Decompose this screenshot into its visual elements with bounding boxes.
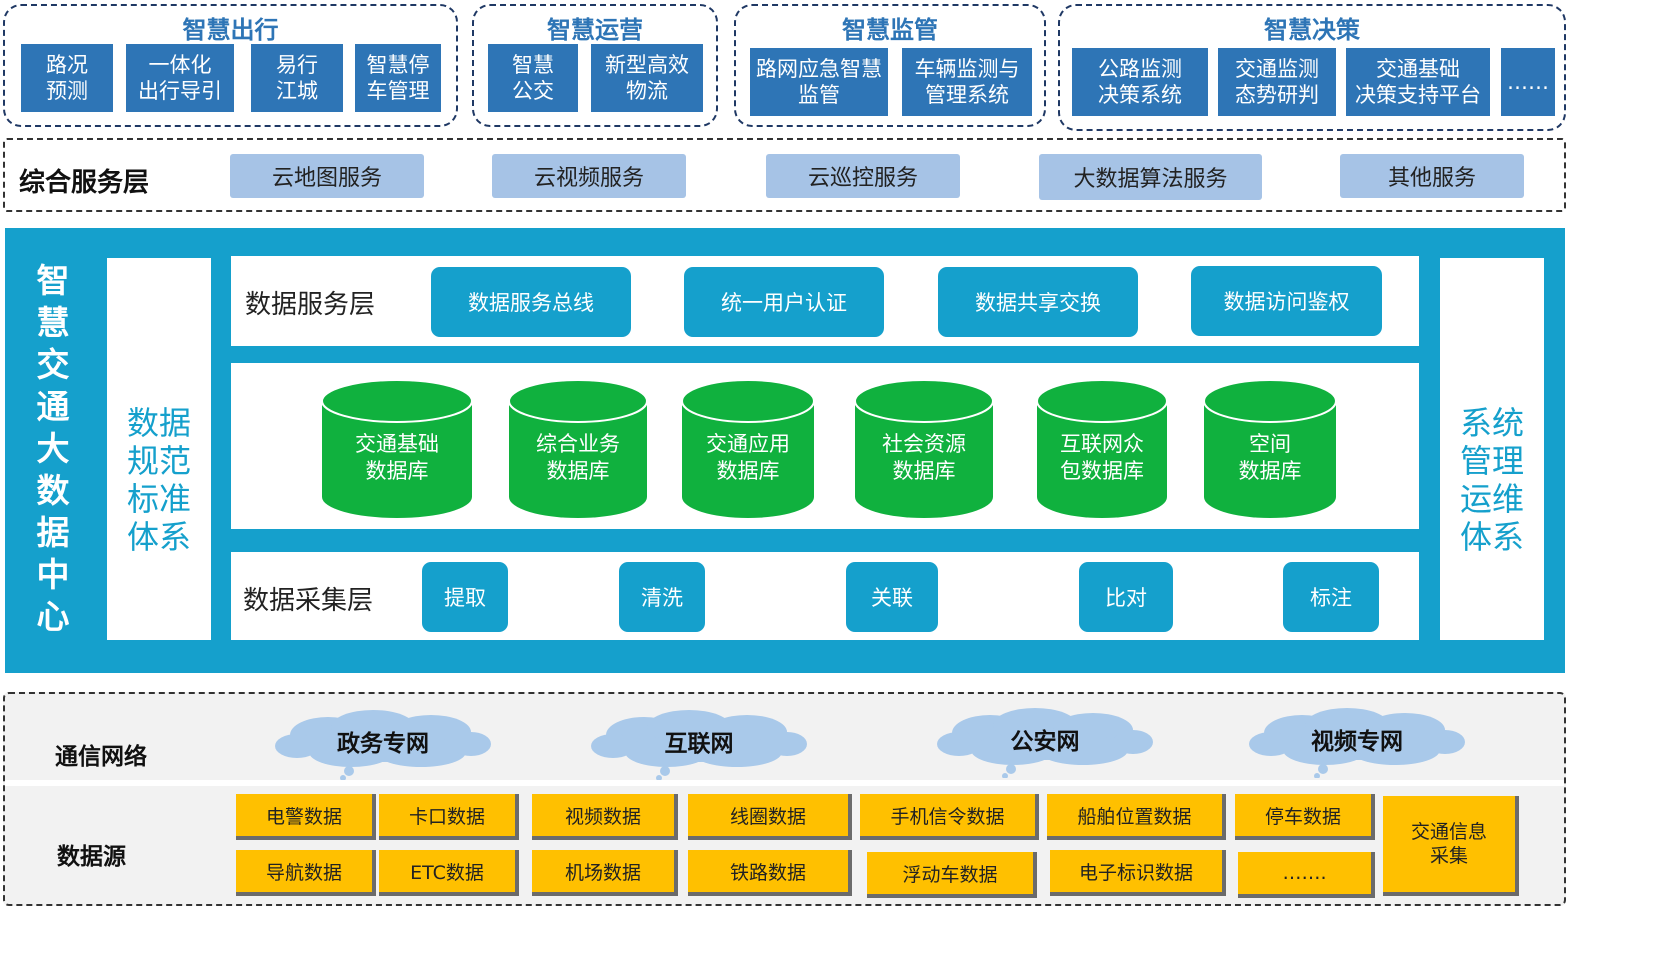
service-item[interactable]: 云地图服务 bbox=[230, 154, 424, 198]
database-icon bbox=[1203, 379, 1337, 518]
service-layer: 综合服务层 云地图服务 云视频服务 云巡控服务 大数据算法服务 其他服务 bbox=[3, 138, 1566, 212]
database-label: 交通基础 数据库 bbox=[355, 432, 439, 483]
data-service-item[interactable]: 数据共享交换 bbox=[938, 267, 1138, 337]
data-source-item[interactable]: 停车数据 bbox=[1235, 794, 1375, 840]
left-system-label: 数据规范标准体系 bbox=[126, 404, 191, 556]
database-label: 互联网众 包数据库 bbox=[1060, 432, 1144, 483]
data-source-item-more[interactable]: ……. bbox=[1238, 852, 1375, 898]
data-collection-item[interactable]: 关联 bbox=[846, 562, 938, 632]
group-title: 智慧监管 bbox=[842, 16, 938, 44]
app-item[interactable]: 交通基础 决策支持平台 bbox=[1346, 48, 1490, 116]
app-item[interactable]: 一体化 出行导引 bbox=[126, 44, 234, 112]
network-divider bbox=[5, 780, 1564, 786]
cloud-label: 视频专网 bbox=[1311, 729, 1403, 755]
group-smart-supervision: 智慧监管 路网应急智慧 监管 车辆监测与 管理系统 bbox=[734, 4, 1046, 127]
data-source-item[interactable]: 导航数据 bbox=[236, 850, 376, 896]
app-item[interactable]: 易行 江城 bbox=[251, 44, 343, 112]
cloud-label: 公安网 bbox=[1010, 729, 1080, 755]
network-cloud[interactable]: 视频专网 bbox=[1247, 706, 1467, 779]
cloud-icon bbox=[937, 708, 1153, 779]
data-center: 智慧交通大数据中心 数据规范标准体系 系统管理运维体系 数据服务层 数据服务总线… bbox=[5, 228, 1565, 673]
database-icon bbox=[508, 379, 648, 518]
database-label: 空间 数据库 bbox=[1238, 432, 1302, 483]
app-item-more[interactable]: …… bbox=[1501, 48, 1555, 116]
app-item[interactable]: 路网应急智慧 监管 bbox=[750, 48, 888, 116]
service-layer-label: 综合服务层 bbox=[19, 168, 150, 198]
database-icon bbox=[681, 379, 815, 518]
service-item[interactable]: 云视频服务 bbox=[492, 154, 686, 198]
database-label: 综合业务 数据库 bbox=[536, 432, 620, 483]
app-item[interactable]: 车辆监测与 管理系统 bbox=[902, 48, 1032, 116]
database-cylinder[interactable]: 综合业务 数据库 bbox=[508, 379, 648, 521]
database-cylinder[interactable]: 社会资源 数据库 bbox=[854, 379, 994, 521]
data-source-item[interactable]: 船舶位置数据 bbox=[1047, 794, 1226, 840]
network-cloud[interactable]: 政务专网 bbox=[273, 708, 493, 781]
data-service-layer: 数据服务层 数据服务总线 统一用户认证 数据共享交换 数据访问鉴权 bbox=[231, 256, 1419, 346]
cloud-icon bbox=[591, 710, 807, 781]
database-panel: 交通基础 数据库 综合业务 数据库 交通应用 数据库 社会资源 数据库 互联网众… bbox=[231, 363, 1419, 529]
group-smart-travel: 智慧出行 路况 预测 一体化 出行导引 易行 江城 智慧停 车管理 bbox=[3, 4, 458, 127]
data-source-label: 数据源 bbox=[57, 844, 126, 870]
network-cloud[interactable]: 互联网 bbox=[589, 708, 809, 781]
group-smart-decision: 智慧决策 公路监测 决策系统 交通监测 态势研判 交通基础 决策支持平台 …… bbox=[1058, 4, 1566, 131]
network-cloud[interactable]: 公安网 bbox=[935, 706, 1155, 779]
database-icon bbox=[854, 379, 994, 518]
database-icon bbox=[321, 379, 473, 518]
app-item[interactable]: 智慧 公交 bbox=[488, 44, 578, 112]
service-item[interactable]: 其他服务 bbox=[1340, 154, 1524, 198]
data-collection-layer: 数据采集层 提取 清洗 关联 比对 标注 bbox=[231, 552, 1419, 640]
cloud-icon bbox=[275, 710, 491, 781]
data-source-item[interactable]: 电警数据 bbox=[236, 794, 376, 840]
traffic-info-collection[interactable]: 交通信息 采集 bbox=[1383, 796, 1519, 896]
right-system-panel: 系统管理运维体系 bbox=[1440, 258, 1544, 640]
data-collection-layer-label: 数据采集层 bbox=[243, 586, 374, 616]
data-collection-item[interactable]: 清洗 bbox=[619, 562, 705, 632]
cloud-label: 互联网 bbox=[664, 731, 734, 757]
data-source-item[interactable]: 电子标识数据 bbox=[1050, 850, 1226, 896]
group-title: 智慧决策 bbox=[1264, 16, 1360, 44]
app-item[interactable]: 路况 预测 bbox=[21, 44, 113, 112]
data-source-item[interactable]: 线圈数据 bbox=[688, 794, 852, 840]
data-source-item[interactable]: 铁路数据 bbox=[688, 850, 852, 896]
database-icon bbox=[1036, 379, 1168, 518]
app-item[interactable]: 新型高效 物流 bbox=[591, 44, 703, 112]
app-item[interactable]: 智慧停 车管理 bbox=[355, 44, 441, 112]
service-item[interactable]: 云巡控服务 bbox=[766, 154, 960, 198]
data-collection-item[interactable]: 提取 bbox=[422, 562, 508, 632]
group-smart-operation: 智慧运营 智慧 公交 新型高效 物流 bbox=[472, 4, 718, 127]
database-cylinder[interactable]: 交通应用 数据库 bbox=[681, 379, 815, 521]
data-source-item[interactable]: 视频数据 bbox=[532, 794, 678, 840]
data-source-item[interactable]: ETC数据 bbox=[379, 850, 519, 896]
data-service-item[interactable]: 数据访问鉴权 bbox=[1191, 266, 1382, 336]
data-service-item[interactable]: 数据服务总线 bbox=[431, 267, 631, 337]
data-center-title: 智慧交通大数据中心 bbox=[36, 261, 70, 636]
data-source-item[interactable]: 卡口数据 bbox=[379, 794, 519, 840]
data-collection-item[interactable]: 标注 bbox=[1283, 562, 1379, 632]
left-system-panel: 数据规范标准体系 bbox=[107, 258, 211, 640]
group-title: 智慧出行 bbox=[182, 16, 279, 44]
data-source-item[interactable]: 手机信令数据 bbox=[860, 794, 1039, 840]
cloud-icon bbox=[1249, 708, 1465, 779]
right-system-label: 系统管理运维体系 bbox=[1459, 404, 1524, 556]
network-label: 通信网络 bbox=[55, 744, 147, 770]
data-service-layer-label: 数据服务层 bbox=[245, 290, 376, 320]
database-cylinder[interactable]: 互联网众 包数据库 bbox=[1036, 379, 1168, 521]
cloud-label: 政务专网 bbox=[337, 731, 429, 757]
group-title: 智慧运营 bbox=[547, 16, 643, 44]
database-label: 社会资源 数据库 bbox=[882, 432, 966, 483]
bottom-area: 通信网络 政务专网 互联网 bbox=[3, 692, 1566, 906]
database-cylinder[interactable]: 交通基础 数据库 bbox=[321, 379, 473, 521]
database-cylinder[interactable]: 空间 数据库 bbox=[1203, 379, 1337, 521]
data-source-item[interactable]: 浮动车数据 bbox=[867, 852, 1037, 898]
database-label: 交通应用 数据库 bbox=[706, 432, 790, 483]
data-source-item[interactable]: 机场数据 bbox=[532, 850, 678, 896]
app-item[interactable]: 公路监测 决策系统 bbox=[1072, 48, 1208, 116]
app-item[interactable]: 交通监测 态势研判 bbox=[1218, 48, 1336, 116]
service-item[interactable]: 大数据算法服务 bbox=[1039, 154, 1262, 200]
data-service-item[interactable]: 统一用户认证 bbox=[684, 267, 884, 337]
data-collection-item[interactable]: 比对 bbox=[1079, 562, 1173, 632]
